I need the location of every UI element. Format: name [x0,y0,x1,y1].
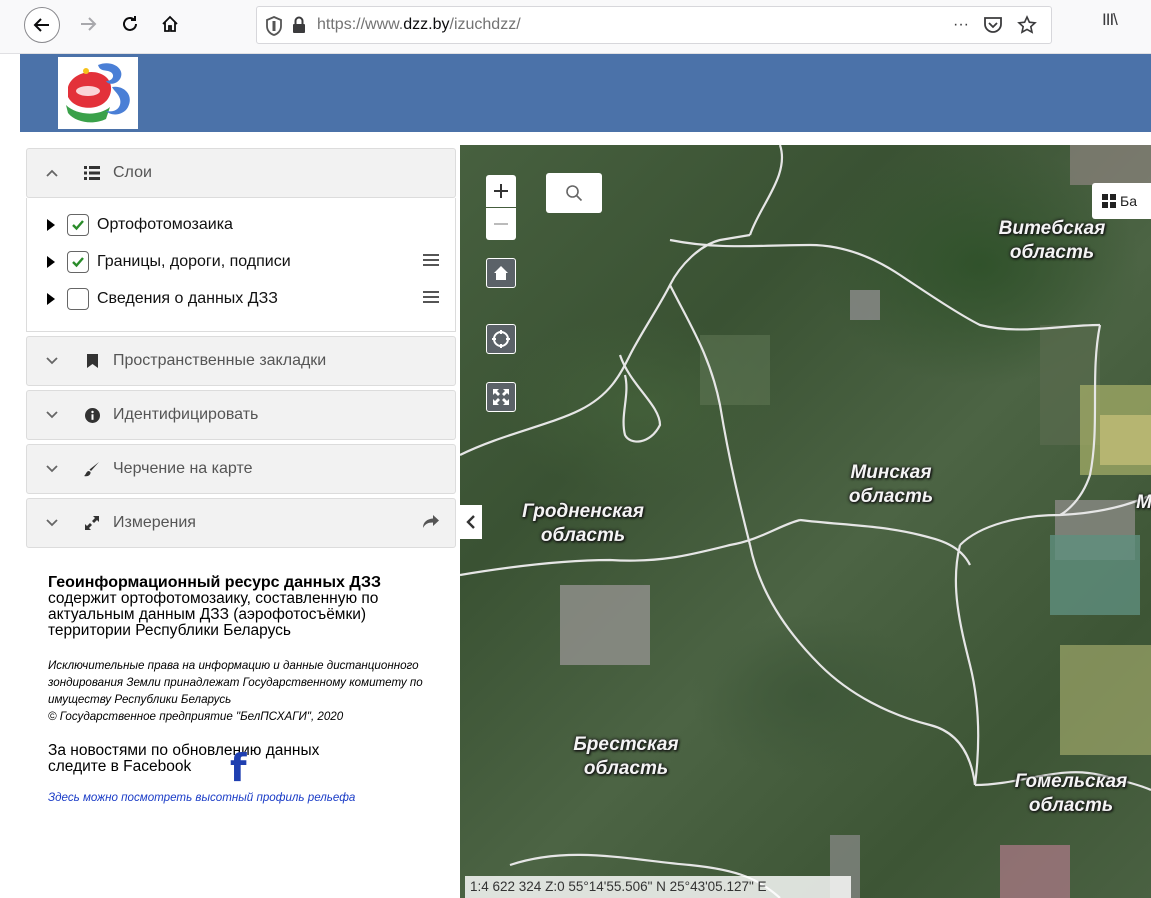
logo-emblem-icon [66,63,130,123]
caret-right-icon[interactable] [47,292,59,305]
sidebar: Слои Ортофотомозаика Границы, дороги, по… [26,148,456,548]
collapse-sidebar-button[interactable] [460,505,482,539]
chevron-down-icon [27,357,77,365]
layer-checkbox-boundaries[interactable] [67,250,89,273]
layer-row-rs-info: Сведения о данных ДЗЗ [27,280,455,317]
fullscreen-button[interactable] [486,382,516,412]
region-label-grodno: Гродненская область [522,501,644,546]
layer-row-orthomosaic: Ортофотомозаика [27,206,455,243]
browser-toolbar: https://www.dzz.by/izuchdzz/ ··· III\ [0,0,1151,54]
map-view[interactable]: Ба Витебская область Минская область Гро… [460,145,1151,898]
arrow-left-icon [33,18,49,32]
layer-label: Сведения о данных ДЗЗ [97,289,278,307]
forward-button[interactable] [72,8,104,40]
region-label-minsk: Минская область [848,462,934,507]
shield-icon[interactable] [265,16,283,36]
drawing-panel-header[interactable]: Черчение на карте [26,444,456,494]
reload-button[interactable] [114,8,146,40]
site-header [20,54,1151,132]
home-icon [162,15,178,32]
layer-row-boundaries: Границы, дороги, подписи [27,243,455,280]
share-icon[interactable] [423,515,439,534]
crosshair-icon [492,330,510,348]
map-search-button[interactable] [546,173,602,213]
layer-checkbox-orthomosaic[interactable] [67,213,89,236]
caret-right-icon[interactable] [47,255,59,268]
layers-panel-header[interactable]: Слои [26,148,456,198]
zoom-in-button[interactable] [486,175,516,207]
relief-profile-link[interactable]: Здесь можно посмотреть высотный профиль … [48,791,356,804]
bookmarks-panel-header[interactable]: Пространственные закладки [26,336,456,386]
expand-arrows-icon [77,516,107,530]
map-imagery [460,145,1151,898]
region-label-vitebsk: Витебская область [998,218,1106,263]
plus-icon [494,184,508,198]
star-icon[interactable] [1017,15,1037,35]
region-label-mogilev: М [1136,492,1151,513]
copyright-text: © Государственное предприятие "БелПСХАГИ… [48,710,344,723]
url-bar[interactable]: https://www.dzz.by/izuchdzz/ ··· [256,6,1052,44]
layer-checkbox-rs-info[interactable] [67,287,89,310]
hamburger-menu-icon[interactable] [423,253,439,272]
facebook-icon[interactable]: f [230,746,247,790]
basemap-button[interactable]: Ба [1092,183,1151,219]
arrow-right-icon [81,17,97,31]
reload-icon [123,16,137,31]
news-block: За новостями по обновлению данных следит… [48,742,443,788]
pocket-icon[interactable] [983,16,1003,34]
lock-icon[interactable] [291,16,307,34]
layers-list: Ортофотомозаика Границы, дороги, подписи… [26,198,456,332]
bookmark-icon [77,354,107,368]
fullscreen-icon [493,389,509,405]
layers-panel-title: Слои [113,164,152,181]
zoom-out-button[interactable] [486,208,516,240]
rights-text: Исключительные права на информацию и дан… [48,659,423,706]
layer-label: Ортофотомозаика [97,215,233,233]
hamburger-menu-icon[interactable] [423,290,439,309]
identify-panel-title: Идентифицировать [113,406,259,423]
library-button[interactable]: III\ [1102,10,1118,29]
site-logo[interactable] [58,57,138,129]
drawing-panel-title: Черчение на карте [113,460,253,477]
measure-panel-title: Измерения [113,514,196,531]
list-icon [77,166,107,180]
home-icon [494,266,508,280]
minus-icon [494,223,508,225]
info-icon [77,407,107,423]
grid-icon [1102,194,1116,208]
map-status-bar: 1:4 622 324 Z:0 55°14'55.506" N 25°43'05… [465,876,851,898]
layer-label: Границы, дороги, подписи [97,252,291,270]
info-description: содержит ортофотомозаику, составленную п… [48,590,379,639]
brush-icon [77,461,107,477]
bookmarks-panel-title: Пространственные закладки [113,352,327,369]
measure-panel-header[interactable]: Измерения [26,498,456,548]
info-block: Геоинформационный ресурс данных ДЗЗ соде… [48,574,443,805]
url-text[interactable]: https://www.dzz.by/izuchdzz/ [317,16,521,33]
region-label-gomel: Гомельская область [1014,771,1128,816]
chevron-down-icon [27,411,77,419]
rights-notice: Исключительные права на информацию и дан… [48,657,443,725]
page-actions-button[interactable]: ··· [953,16,969,33]
locate-button[interactable] [486,324,516,354]
caret-right-icon[interactable] [47,218,59,231]
chevron-up-icon [27,169,77,177]
search-icon [566,185,583,202]
chevron-down-icon [27,465,77,473]
info-title: Геоинформационный ресурс данных ДЗЗ [48,574,381,591]
region-label-brest: Брестская область [573,734,679,779]
basemap-label: Ба [1120,193,1137,209]
chevron-down-icon [27,519,77,527]
url-actions: ··· [953,15,1037,35]
check-icon [72,256,84,267]
check-icon [72,219,84,230]
home-button[interactable] [154,8,186,40]
news-text: За новостями по обновлению данных следит… [48,742,320,775]
chevron-left-icon [466,515,475,529]
map-home-button[interactable] [486,258,516,288]
identify-panel-header[interactable]: Идентифицировать [26,390,456,440]
back-button[interactable] [24,7,60,43]
